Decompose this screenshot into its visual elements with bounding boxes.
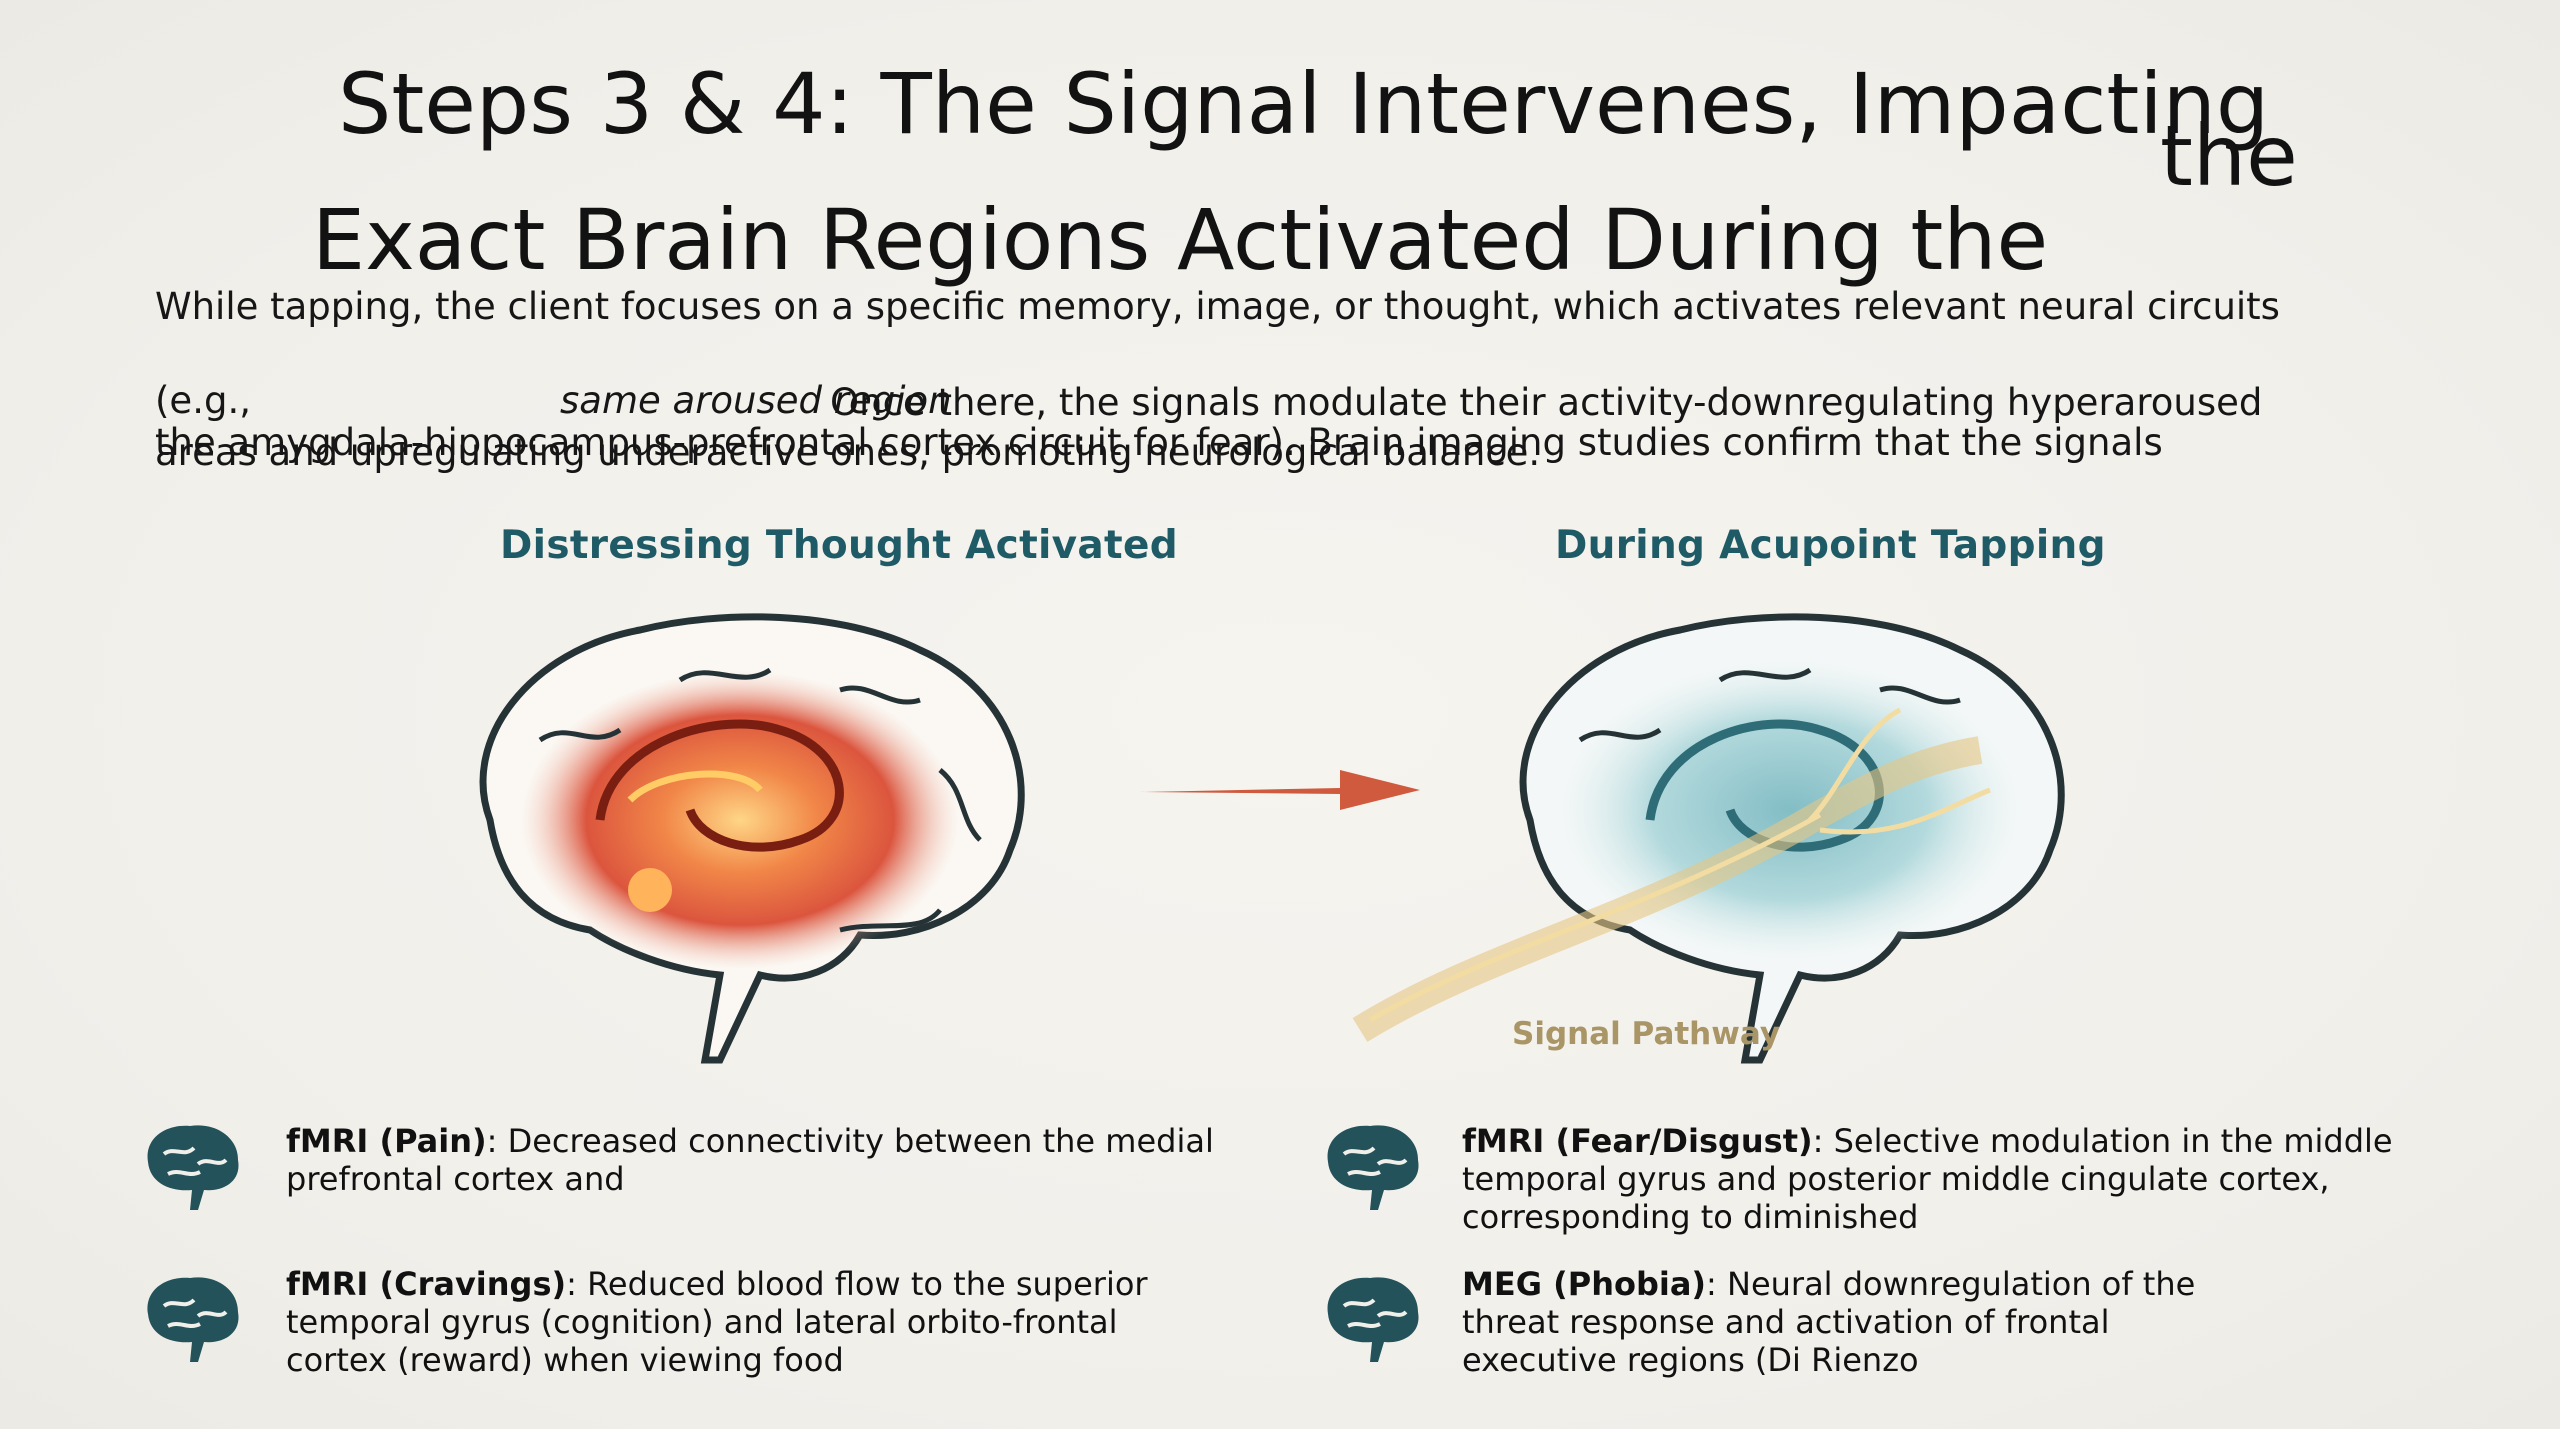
intro-line-1: While tapping, the client focuses on a s… — [155, 285, 2280, 328]
brain-icon — [138, 1270, 246, 1370]
brain-icon — [1318, 1118, 1426, 1218]
activated-brain-illustration — [479, 613, 1025, 1064]
finding-text: : Reduced blood flow to the superior tem… — [286, 1265, 1148, 1379]
finding-label: fMRI (Pain) — [286, 1122, 487, 1160]
finding-text: : Selective modulation in the middle tem… — [1462, 1122, 2393, 1236]
title-line-2: Exact Brain Regions Activated During the — [312, 191, 2049, 289]
finding-fmri-cravings: fMRI (Cravings): Reduced blood flow to t… — [286, 1265, 1186, 1379]
finding-fmri-fear-disgust: fMRI (Fear/Disgust): Selective modulatio… — [1462, 1122, 2422, 1236]
finding-meg-phobia: MEG (Phobia): Neural downregulation of t… — [1462, 1265, 2262, 1379]
intro-once-there: Once there, the signals modulate their a… — [830, 381, 2263, 424]
intro-eg: (e.g., — [155, 379, 251, 422]
finding-text: : Neural downregulation of the threat re… — [1462, 1265, 2196, 1379]
intro-italic-fragment: same aroused region — [560, 379, 952, 422]
left-panel-heading: Distressing Thought Activated — [500, 523, 1178, 568]
tapping-brain-illustration — [1352, 613, 2065, 1064]
signal-pathway-label: Signal Pathway — [1512, 1016, 1781, 1052]
right-panel-heading: During Acupoint Tapping — [1555, 523, 2106, 568]
transition-arrow — [1140, 770, 1420, 810]
finding-label: MEG (Phobia) — [1462, 1265, 1707, 1303]
intro-overlap-b: areas and upregulating underactive ones,… — [155, 431, 1541, 474]
title-line-1: Steps 3 & 4: The Signal Intervenes, Impa… — [338, 55, 2270, 153]
finding-text: : Decreased connectivity between the med… — [286, 1122, 1214, 1198]
finding-fmri-pain: fMRI (Pain): Decreased connectivity betw… — [286, 1122, 1266, 1198]
finding-label: fMRI (Fear/Disgust) — [1462, 1122, 1813, 1160]
intro-overlap-a: the amygdala-hippocampus-prefrontal cort… — [155, 421, 2163, 464]
brain-icon — [138, 1118, 246, 1218]
brain-icon — [1318, 1270, 1426, 1370]
finding-label: fMRI (Cravings) — [286, 1265, 567, 1303]
title-overflow-word: the — [2160, 107, 2298, 205]
